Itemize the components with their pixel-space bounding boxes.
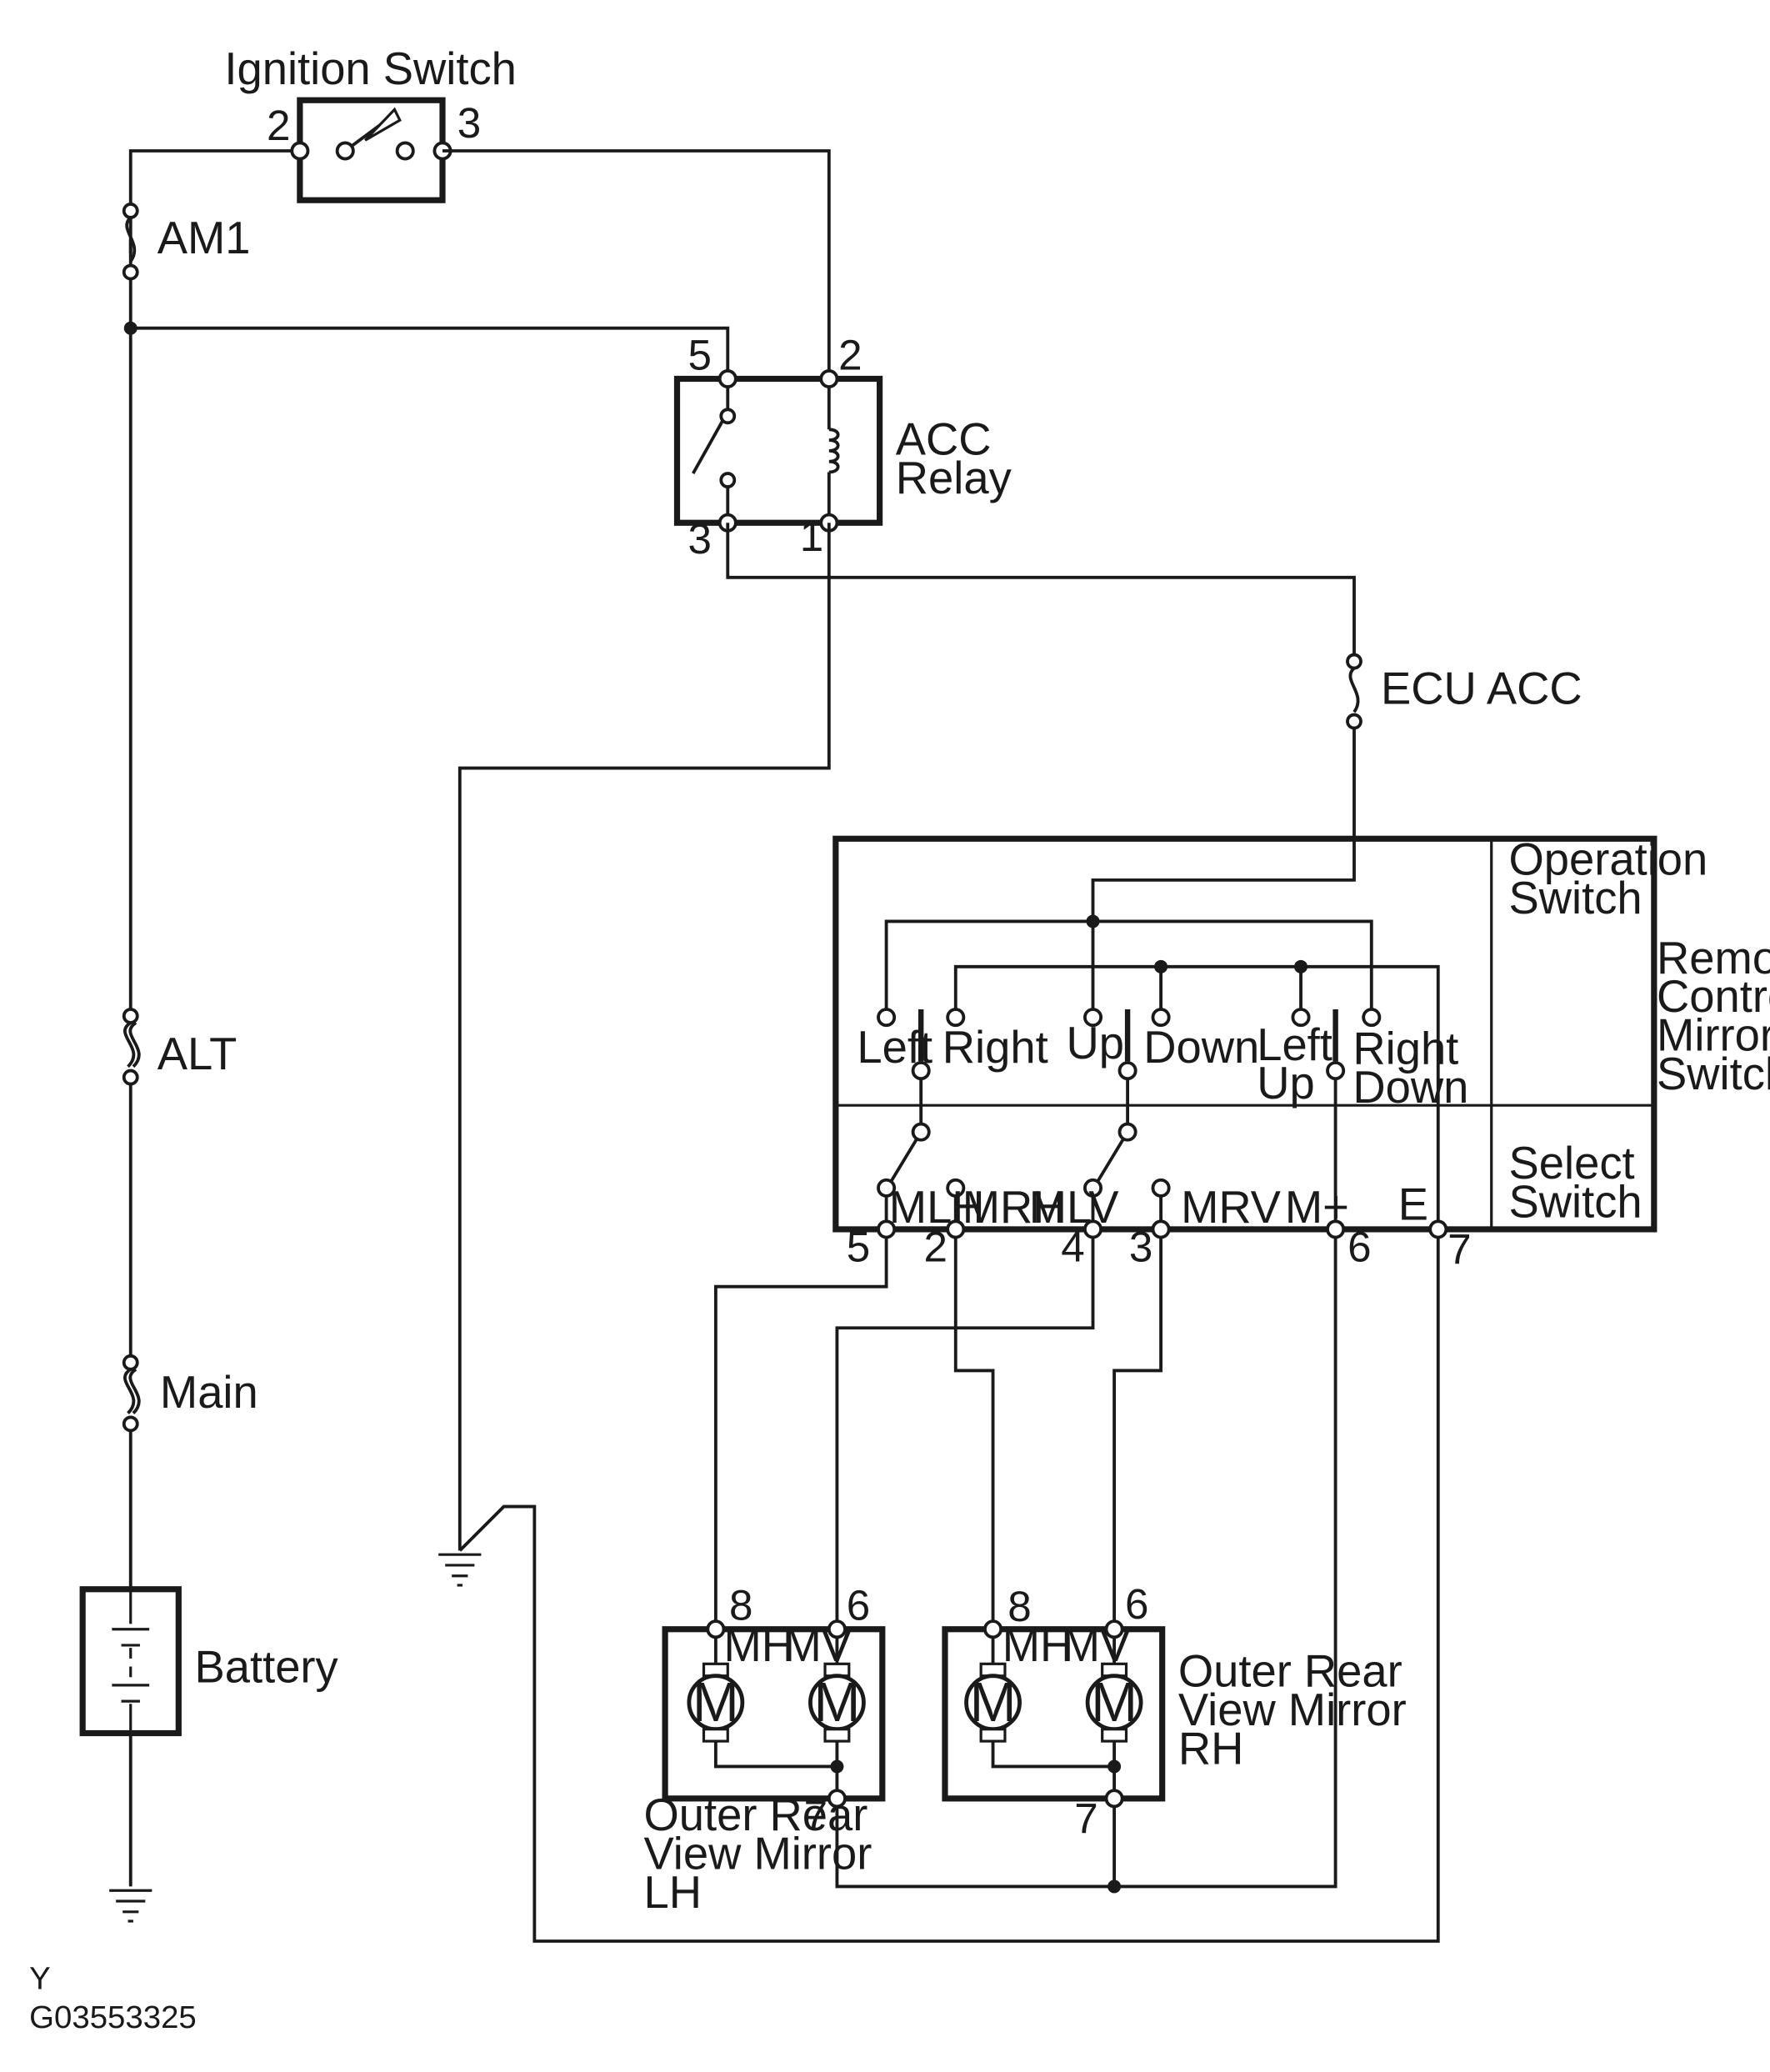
op-label-down: Down — [1143, 1022, 1259, 1073]
mirror-lh-mv-label: MV — [783, 1620, 852, 1671]
remote-label-3: Mirror — [1657, 1010, 1770, 1061]
switch-pin-4: 4 — [1061, 1223, 1084, 1270]
mirror-lh-pin-7: 7 — [804, 1792, 828, 1839]
alt-label: ALT — [158, 1028, 238, 1079]
operation-switch-wiring — [877, 838, 1440, 1220]
op-label-right-down-1: Right — [1352, 1023, 1458, 1074]
fuse-main: Main — [122, 1354, 258, 1433]
wire-relay-ground — [458, 523, 831, 1551]
relay-pin-2: 2 — [838, 331, 862, 378]
relay-pin-1: 1 — [800, 513, 823, 560]
ignition-pin-3: 3 — [458, 99, 481, 147]
ground-battery — [109, 1889, 152, 1923]
mirror-lh: M M MH MV 8 6 7 — [662, 1582, 886, 1839]
mirror-lh-motor-v: M — [813, 1671, 860, 1734]
mirror-rh-motor-h: M — [970, 1671, 1017, 1734]
remote-control-mirror-switch: Operation Switch Select Switch Remote Co… — [832, 833, 1770, 1233]
select-switch-label-2: Switch — [1509, 1177, 1642, 1228]
sel-label-mrh: MRH — [962, 1182, 1066, 1233]
select-switch-wiring — [877, 1122, 1171, 1220]
operation-switch-label-2: Switch — [1509, 873, 1642, 923]
operation-switch-label-1: Operation — [1509, 833, 1708, 884]
sel-label-mrv: MRV — [1181, 1182, 1282, 1233]
battery-label: Battery — [195, 1642, 339, 1693]
relay-pin-5: 5 — [688, 331, 711, 378]
ignition-switch-label: Ignition Switch — [224, 43, 517, 94]
switch-pin-5: 5 — [847, 1223, 870, 1270]
switch-pin-2: 2 — [924, 1223, 948, 1270]
main-label: Main — [160, 1367, 258, 1418]
switch-pin-3: 3 — [1129, 1223, 1152, 1270]
op-label-right-down-2: Down — [1352, 1062, 1468, 1113]
mirror-rh-motor-v: M — [1091, 1671, 1138, 1734]
ignition-to-relay-coil — [442, 149, 831, 379]
footer-code-id: G03553325 — [29, 1999, 197, 2035]
splice-dot — [123, 321, 138, 335]
mirror-lh-mh-label: MH — [723, 1620, 794, 1671]
sel-label-mlv: MLV — [1029, 1182, 1119, 1233]
op-label-left-up-1: Left — [1257, 1019, 1332, 1070]
mirror-rh-pin-6: 6 — [1125, 1580, 1148, 1628]
op-label-left: Left — [857, 1022, 932, 1073]
select-switch-label-1: Select — [1509, 1138, 1635, 1189]
op-label-up: Up — [1067, 1018, 1125, 1069]
wire-relay-to-ecu-acc — [726, 523, 1356, 655]
mirror-lh-pin-8: 8 — [729, 1582, 752, 1629]
mirror-rh-mh-label: MH — [1002, 1620, 1073, 1671]
mirror-lh-motor-h: M — [692, 1671, 739, 1734]
mirror-rh-label-3: RH — [1178, 1723, 1244, 1774]
remote-label-2: Control — [1657, 971, 1770, 1022]
footer-code-y: Y — [29, 1961, 51, 1997]
mirror-rh: M M MH MV 8 6 7 — [942, 1580, 1166, 1842]
acc-relay-label-1: ACC — [896, 414, 992, 465]
switch-to-mirror-wires — [713, 1237, 1338, 1894]
battery: Battery — [79, 1586, 339, 1737]
am1-label: AM1 — [158, 213, 251, 263]
acc-relay-label-2: Relay — [896, 453, 1012, 503]
mirror-rh-label-1: Outer Rear — [1178, 1646, 1402, 1697]
fuse-ecu-acc: ECU ACC — [1346, 653, 1582, 730]
wire-e-ground — [458, 1228, 1440, 1943]
fuse-am1: AM1 — [122, 203, 251, 281]
left-power-rail — [123, 149, 730, 1887]
mirror-rh-pin-8: 8 — [1008, 1583, 1031, 1630]
acc-relay: 5 2 3 1 ACC Relay — [673, 331, 1012, 563]
sel-label-e: E — [1398, 1179, 1428, 1230]
switch-pin-7: 7 — [1448, 1225, 1471, 1273]
ecu-acc-label: ECU ACC — [1381, 663, 1582, 714]
op-label-right: Right — [942, 1022, 1048, 1073]
mirror-rh-label-2: View Mirror — [1178, 1684, 1407, 1735]
ground-relay — [438, 1553, 482, 1587]
ignition-switch: Ignition Switch 2 3 — [224, 43, 517, 203]
sel-label-mlh: MLH — [889, 1182, 985, 1233]
remote-label-4: Switch — [1657, 1049, 1770, 1099]
mirror-lh-label-2: View Mirror — [644, 1829, 872, 1879]
mirror-lh-label-1: Outer Rear — [644, 1789, 868, 1840]
mirror-lh-pin-6: 6 — [847, 1582, 870, 1629]
switch-pin-6: 6 — [1348, 1223, 1371, 1270]
fuse-alt: ALT — [122, 1008, 238, 1086]
remote-label-1: Remote — [1657, 933, 1770, 983]
op-label-left-up-2: Up — [1257, 1058, 1315, 1109]
relay-pin-3: 3 — [688, 515, 711, 563]
ignition-pin-2: 2 — [267, 102, 290, 149]
mirror-rh-pin-7: 7 — [1074, 1794, 1098, 1842]
mirror-rh-mv-label: MV — [1062, 1620, 1131, 1671]
mirror-lh-label-3: LH — [644, 1867, 702, 1918]
